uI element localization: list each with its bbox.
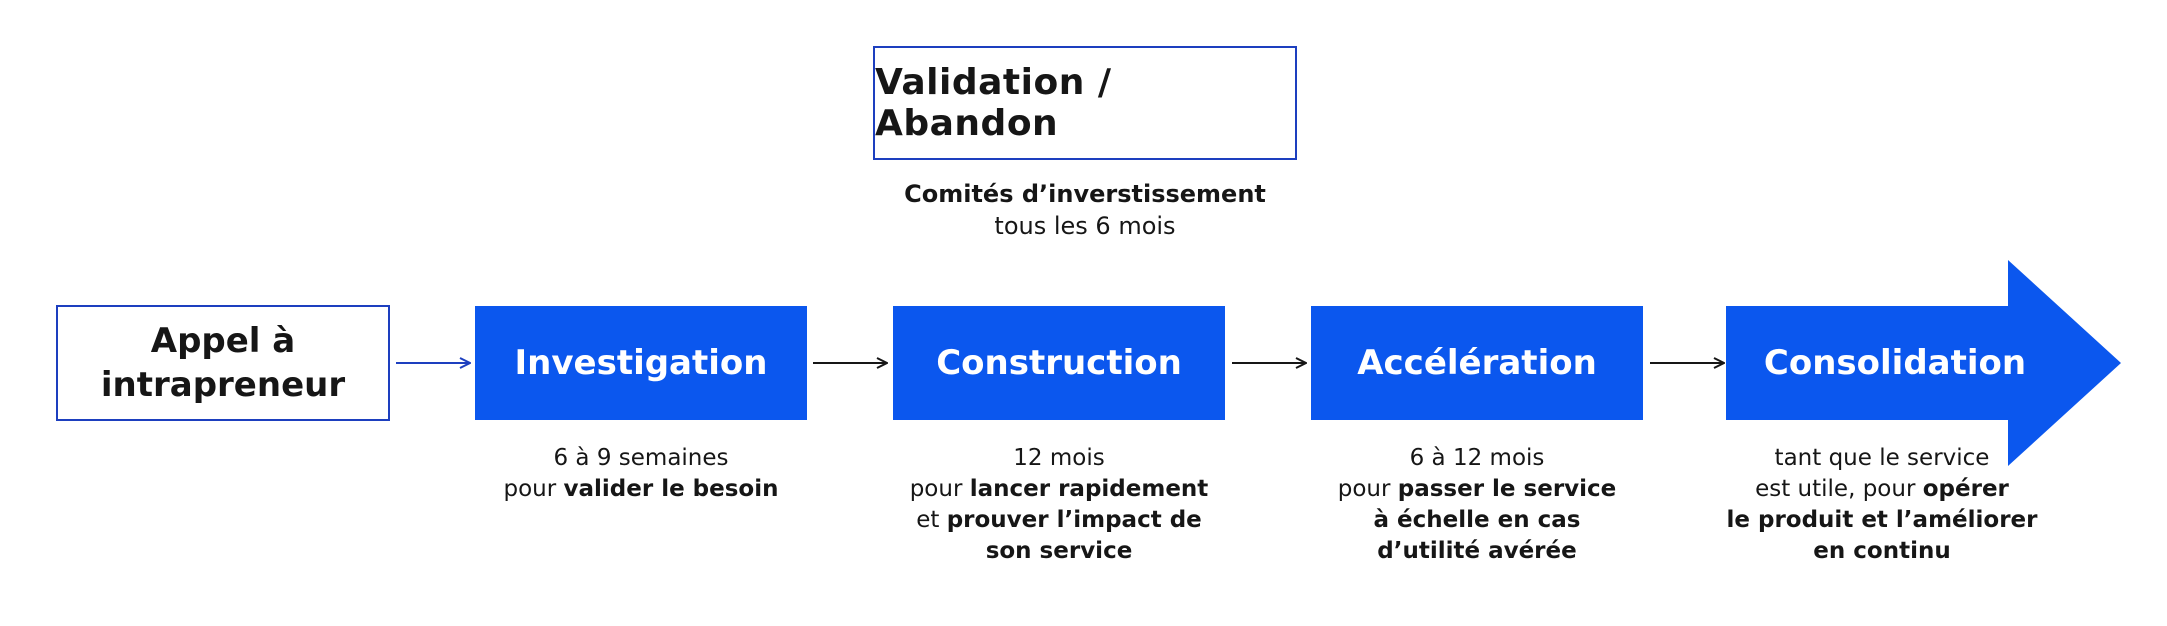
phase-label: Accélération — [1357, 343, 1597, 383]
desc-text-bold: son service — [985, 538, 1133, 564]
desc-line: 12 mois — [894, 443, 1224, 474]
phase-investigation: Investigation — [475, 306, 807, 420]
committee-title: Comités d’inverstissement — [904, 180, 1266, 208]
desc-text-bold: à échelle en cas — [1373, 507, 1581, 533]
committee-frequency: tous les 6 mois — [994, 212, 1176, 240]
desc-text: 6 à 9 semaines — [553, 445, 729, 471]
desc-text: et — [916, 507, 947, 533]
desc-line: 6 à 12 mois — [1312, 443, 1642, 474]
committee-note: Comités d’inverstissement tous les 6 moi… — [873, 178, 1297, 242]
entry-line-1: Appel à — [150, 321, 296, 361]
desc-text-bold: en continu — [1813, 538, 1951, 564]
phase-label: Consolidation — [1763, 343, 2027, 383]
desc-text-bold: le produit et l’améliorer — [1726, 507, 2038, 533]
phase-desc-investigation: 6 à 9 semaines pour valider le besoin — [476, 443, 806, 505]
desc-text-bold: lancer rapidement — [969, 476, 1209, 502]
desc-text-bold: valider le besoin — [563, 476, 779, 502]
desc-line: est utile, pour opérer — [1712, 474, 2052, 505]
desc-text: 6 à 12 mois — [1409, 445, 1545, 471]
desc-line: en continu — [1712, 536, 2052, 567]
big-arrow-shape — [1726, 260, 2121, 466]
desc-line: et prouver l’impact de — [894, 505, 1224, 536]
desc-text: 12 mois — [1013, 445, 1105, 471]
desc-line: tant que le service — [1712, 443, 2052, 474]
desc-text: pour — [1337, 476, 1398, 502]
desc-text-bold: d’utilité avérée — [1377, 538, 1577, 564]
desc-text: pour — [503, 476, 564, 502]
phase-label: Investigation — [514, 343, 768, 383]
desc-text-bold: prouver l’impact de — [946, 507, 1202, 533]
phase-desc-consolidation: tant que le service est utile, pour opére… — [1712, 443, 2052, 567]
desc-line: pour lancer rapidement — [894, 474, 1224, 505]
desc-line: 6 à 9 semaines — [476, 443, 806, 474]
phase-acceleration: Accélération — [1311, 306, 1643, 420]
entry-box: Appel à intrapreneur — [56, 305, 390, 421]
desc-line: à échelle en cas — [1312, 505, 1642, 536]
desc-text: pour — [909, 476, 970, 502]
desc-line: d’utilité avérée — [1312, 536, 1642, 567]
desc-text: est utile, pour — [1755, 476, 1923, 502]
desc-line: pour passer le service — [1312, 474, 1642, 505]
desc-line: le produit et l’améliorer — [1712, 505, 2052, 536]
desc-line: pour valider le besoin — [476, 474, 806, 505]
desc-text-bold: opérer — [1922, 476, 2009, 502]
entry-line-2: intrapreneur — [100, 365, 346, 405]
validation-title: Validation / Abandon — [875, 62, 1112, 144]
validation-box: Validation / Abandon — [873, 46, 1297, 160]
phase-construction: Construction — [893, 306, 1225, 420]
desc-line: son service — [894, 536, 1224, 567]
phase-consolidation: Consolidation — [1729, 306, 2061, 420]
desc-text: tant que le service — [1774, 445, 1990, 471]
phase-label: Construction — [936, 343, 1182, 383]
desc-text-bold: passer le service — [1397, 476, 1617, 502]
